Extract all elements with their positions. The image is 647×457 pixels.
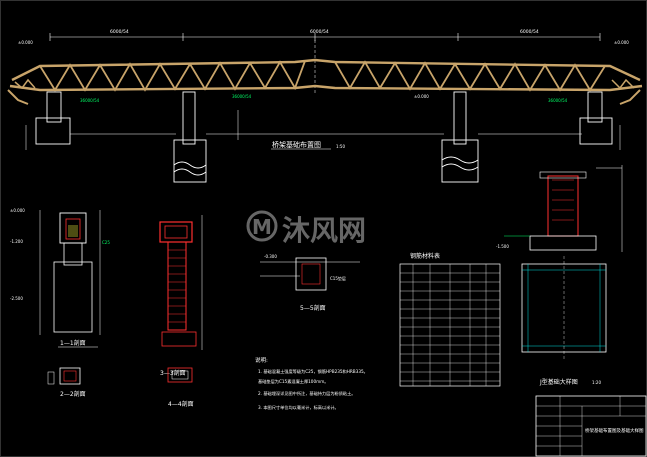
foundation-columns	[35, 91, 613, 183]
main-drawing-title: 桥架基础布置图	[272, 140, 321, 149]
watermark-logo: M	[252, 215, 272, 239]
section-3-3-label: 3—3剖面	[160, 369, 186, 377]
material-table[interactable]: 钢筋材料表	[399, 252, 501, 387]
span-dim-3: 36000/54	[548, 98, 568, 103]
section-4-4-label: 4—4剖面	[168, 400, 194, 408]
section-1-1[interactable]: ±0.000 -1.200 -2.500 C25 1—1剖面	[10, 208, 110, 348]
elev-right: ±0.000	[614, 40, 629, 45]
notes-block: 说明: 1. 基础混凝土强度等级为C25，钢筋HPB235和HRB335。 基础…	[255, 356, 368, 411]
truss-web	[39, 60, 606, 92]
svg-text:-2.500: -2.500	[10, 296, 23, 301]
svg-text:-1.500: -1.500	[496, 244, 509, 249]
svg-text:-0.300: -0.300	[264, 254, 277, 259]
span-dim-2: 36000/54	[232, 94, 252, 99]
watermark: M 沐风网	[246, 210, 366, 247]
main-drawing-scale: 1:50	[336, 144, 345, 149]
section-2-2-label: 2—2剖面	[60, 390, 86, 398]
table-title: 钢筋材料表	[410, 252, 440, 260]
elev-left: ±0.000	[18, 40, 33, 45]
truss-elevation[interactable]: 6000/54 6000/54 6000/54 ±0.000 ±0.000 ±0…	[7, 29, 643, 183]
top-dim-2: 6000/54	[310, 29, 329, 35]
section-scale: 1:20	[592, 380, 601, 385]
truss-bottom-chord	[9, 84, 643, 92]
watermark-brand: 沐风网	[282, 214, 366, 247]
section-3-3[interactable]: 3—3剖面	[159, 215, 203, 377]
note-1: 1. 基础混凝土强度等级为C25，钢筋HPB235和HRB335。	[258, 368, 368, 375]
section-1-1-label: 1—1剖面	[60, 339, 86, 347]
title-block-text: 桥架基础布置图及基础大样图	[585, 427, 644, 434]
elev-mid: ±0.000	[414, 94, 429, 99]
svg-text:C25: C25	[102, 240, 110, 245]
span-dim-1: 36000/54	[80, 98, 100, 103]
notes-title: 说明:	[255, 356, 268, 364]
section-5-5[interactable]: -0.300 C15垫层 5—5剖面	[260, 254, 360, 312]
section-5-5-label: 5—5剖面	[300, 304, 326, 312]
top-dim-1: 6000/54	[110, 29, 129, 35]
detail-label: J型基础大样图	[539, 378, 578, 386]
j-foundation-detail[interactable]: -1.500 J型基础大样图 1:20	[496, 165, 623, 386]
section-2-2[interactable]: 2—2剖面	[47, 367, 86, 398]
section-4-4[interactable]: 4—4剖面	[167, 367, 194, 408]
note-3: 2. 基础埋深详见图中所注，基础持力层为粉质粘土。	[258, 390, 355, 397]
title-block[interactable]: 桥架基础布置图及基础大样图	[535, 395, 647, 457]
top-dim-3: 6000/54	[520, 29, 539, 35]
svg-text:C15垫层: C15垫层	[330, 275, 346, 281]
svg-text:±0.000: ±0.000	[10, 208, 25, 213]
svg-text:-1.200: -1.200	[10, 239, 23, 244]
note-2: 基础垫层为C15素混凝土厚100mm。	[258, 378, 328, 385]
note-4: 3. 本图尺寸单位均以毫米计，标高以米计。	[258, 404, 339, 411]
